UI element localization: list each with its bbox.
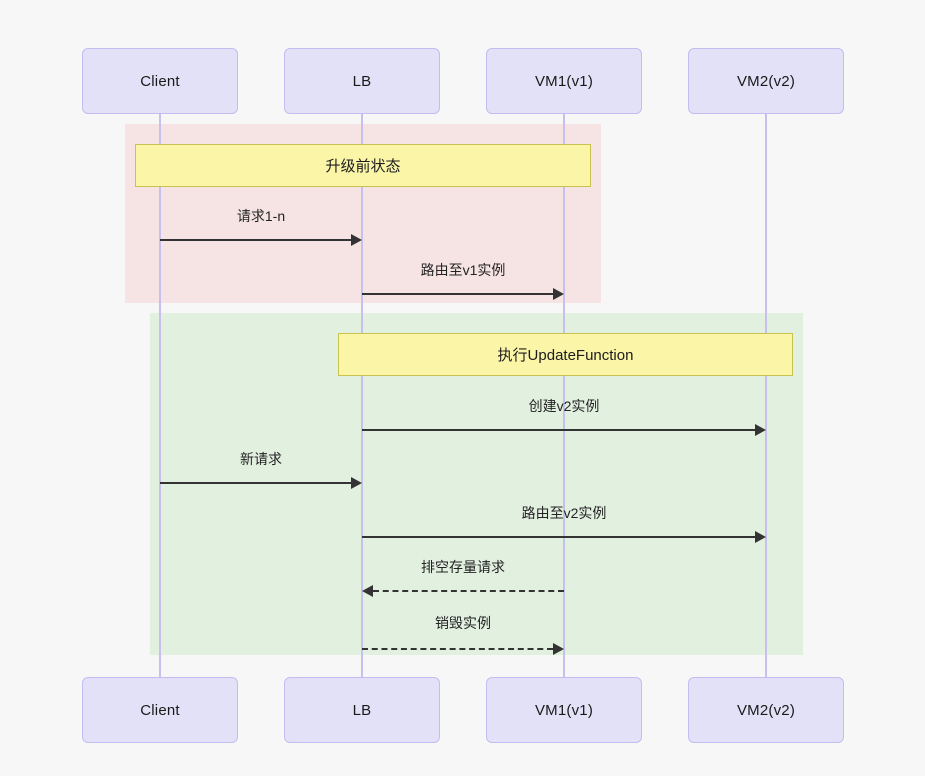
message-arrowhead-m5 — [755, 531, 766, 543]
message-line-m4 — [160, 482, 351, 484]
participant-label-vm1: VM1(v1) — [534, 701, 594, 719]
note-label-pre-upgrade: 升级前状态 — [325, 158, 401, 175]
message-label-m3: 创建v2实例 — [528, 398, 600, 414]
lifeline-lb — [361, 114, 363, 677]
message-line-m5 — [362, 536, 755, 538]
lifeline-vm1 — [563, 114, 565, 677]
note-box-pre-upgrade: 升级前状态 — [135, 144, 591, 187]
message-line-m7 — [362, 648, 553, 650]
note-label-upgrade: 执行UpdateFunction — [497, 347, 634, 364]
participant-label-client: Client — [140, 72, 180, 90]
message-label-m6: 排空存量请求 — [421, 559, 505, 575]
message-arrowhead-m7 — [553, 643, 564, 655]
participant-label-vm2: VM2(v2) — [736, 701, 796, 719]
message-line-m3 — [362, 429, 755, 431]
participant-label-vm2: VM2(v2) — [736, 72, 796, 90]
participant-label-client: Client — [140, 701, 180, 719]
message-label-m1: 请求1-n — [236, 208, 286, 224]
participant-box-vm2-top[interactable]: VM2(v2) — [688, 48, 844, 114]
note-box-upgrade: 执行UpdateFunction — [338, 333, 793, 376]
message-line-m1 — [160, 239, 351, 241]
message-arrowhead-m2 — [553, 288, 564, 300]
message-line-m2 — [362, 293, 553, 295]
message-label-m7: 销毁实例 — [435, 615, 491, 631]
participant-label-lb: LB — [352, 72, 372, 90]
message-label-m5: 路由至v2实例 — [521, 505, 607, 521]
message-label-m2: 路由至v1实例 — [420, 262, 506, 278]
message-arrowhead-m3 — [755, 424, 766, 436]
message-arrowhead-m4 — [351, 477, 362, 489]
participant-label-lb: LB — [352, 701, 372, 719]
lifeline-vm2 — [765, 114, 767, 677]
message-line-m6 — [373, 590, 564, 592]
lifeline-client — [159, 114, 161, 677]
message-arrowhead-m6 — [362, 585, 373, 597]
participant-box-lb-top[interactable]: LB — [284, 48, 440, 114]
message-arrowhead-m1 — [351, 234, 362, 246]
participant-box-client-top[interactable]: Client — [82, 48, 238, 114]
participant-box-client-bottom[interactable]: Client — [82, 677, 238, 743]
message-label-m4: 新请求 — [240, 451, 282, 467]
participant-box-lb-bottom[interactable]: LB — [284, 677, 440, 743]
participant-box-vm1-bottom[interactable]: VM1(v1) — [486, 677, 642, 743]
participant-box-vm1-top[interactable]: VM1(v1) — [486, 48, 642, 114]
participant-label-vm1: VM1(v1) — [534, 72, 594, 90]
participant-box-vm2-bottom[interactable]: VM2(v2) — [688, 677, 844, 743]
